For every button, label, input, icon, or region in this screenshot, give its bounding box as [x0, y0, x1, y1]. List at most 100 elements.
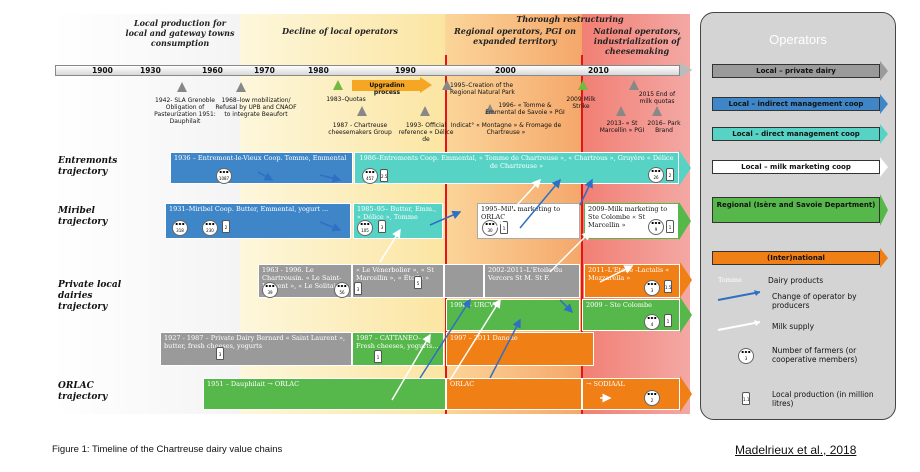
period-title-national: National operators, industrialization of…: [593, 26, 681, 56]
quota-line: [445, 55, 447, 414]
production-icon: 1.5: [664, 280, 672, 293]
bar-arrowhead: [680, 376, 692, 412]
farmers-icon: 3: [738, 348, 754, 364]
year-1980: 1980: [308, 66, 329, 75]
bar-arrowhead: [679, 202, 691, 240]
production-icon: 1: [500, 221, 508, 234]
timeline-arrowhead: [680, 62, 692, 78]
legend-title: Operators: [769, 32, 827, 47]
bar-sodiaal: → SODIAAL: [582, 378, 680, 410]
change-arrow: [429, 210, 462, 226]
upgrading-arrow: [352, 80, 420, 91]
event-upgrading: Upgradinn process: [369, 82, 405, 96]
production-icon: 2.5: [380, 169, 388, 182]
farmers-icon: 2: [644, 390, 660, 406]
upgrading-arrowhead: [420, 77, 432, 93]
production-icon: 3: [354, 282, 362, 295]
bar-chartrousin-products: « Le Vénerbolier », « St Marcellin », « …: [352, 264, 444, 298]
trajectory-orlac: ORLAC trajectory: [58, 381, 108, 402]
farmers-icon: 3: [644, 280, 660, 296]
change-arrow: [257, 171, 274, 181]
legend-regional: Regional (Isère and Savoie Department): [712, 197, 880, 223]
event-1983: 1983–Quotas: [326, 96, 366, 103]
legend-white-arrow: [717, 320, 761, 331]
bar-entremonts-coop-1986: 1986–Entremonts Coop. Emmental, « Tomme …: [354, 152, 679, 184]
period-title-decline: Decline of local operators: [282, 26, 398, 36]
legend-number-farmers: Number of farmers (or cooperative member…: [772, 346, 858, 364]
event-1968: 1968–low mobilization/ Refusal by UPB an…: [215, 97, 297, 118]
trajectory-entremonts: Entremonts trajectory: [58, 156, 118, 177]
legend-change-operator: Change of operator by producers: [772, 292, 857, 310]
year-1990: 1990: [395, 66, 416, 75]
farmers-icon: 30: [482, 220, 498, 236]
trajectory-private: Private local dairies trajectory: [58, 280, 122, 312]
bar-danone: 1997 – 2011 Danone: [446, 332, 594, 366]
bar-dauphilait-orlac: 1951 – Dauphilait → ORLAC: [203, 378, 446, 410]
event-marker: [236, 82, 246, 92]
event-2016: 2016– Park Brand: [647, 120, 681, 134]
farmers-icon: 1087: [216, 168, 232, 184]
legend-local-production: Local production (in million litres): [772, 390, 874, 408]
farmers-icon: 39: [262, 282, 278, 298]
legend-arrowhead: [880, 94, 888, 114]
event-1995: 1995–Creation of the Regional Natural Pa…: [450, 82, 515, 96]
bar-arrowhead: [680, 297, 692, 333]
farmers-icon: 457: [362, 168, 378, 184]
year-1960: 1960: [202, 66, 223, 75]
year-1970: 1970: [254, 66, 275, 75]
change-arrow: [319, 221, 342, 232]
event-1996: 1996- « Tomme & Emmental de Savoie » PGI: [485, 102, 565, 116]
period-title-restructuring: Thorough restructuring: [516, 14, 624, 24]
flow-arrows: [257, 171, 634, 403]
event-marker: [420, 106, 430, 116]
event-marker: [333, 80, 343, 90]
legend-milk-supply: Milk supply: [772, 322, 815, 331]
supply-arrow: [379, 228, 401, 263]
supply-arrow: [549, 230, 592, 273]
event-2015: 2015 End of milk quotas: [638, 91, 676, 105]
bar-orlac: ORLAC: [446, 378, 582, 410]
change-arrow: [559, 299, 574, 314]
legend-arrowhead: [880, 248, 888, 268]
production-icon: 5: [414, 276, 422, 289]
production-icon: 2: [222, 220, 230, 233]
production-icon: 1: [666, 220, 674, 233]
period-title-local: Local production for local and gateway t…: [125, 18, 235, 48]
supply-arrow: [495, 178, 542, 229]
event-montagne: Indicat° « Montagne » & Fromage de Chart…: [450, 122, 562, 136]
legend-direct-coop: Local – direct management coop: [712, 127, 880, 141]
change-arrow: [419, 298, 471, 379]
citation-link[interactable]: Madelrieux et al., 2018: [735, 443, 857, 457]
event-marker: [652, 106, 662, 116]
legend-tomme-sample: Tomme: [718, 276, 742, 284]
timeline-axis: [55, 65, 680, 76]
bar-arrowhead: [680, 262, 692, 298]
event-marker: [442, 80, 452, 90]
legend-dairy-products: Dairy products: [768, 276, 824, 285]
farmers-icon: 105: [357, 220, 373, 236]
event-marker: [485, 104, 495, 114]
change-arrow: [489, 318, 521, 379]
farmers-icon: 230: [202, 220, 218, 236]
event-1993: 1993- Official reference « Délice de: [398, 122, 454, 143]
year-1930: 1930: [140, 66, 161, 75]
production-icon: 2: [666, 168, 674, 181]
event-marker: [629, 80, 639, 90]
legend-indirect-coop: Local – indirect management coop: [712, 97, 880, 111]
bar-private-dairy-bernard: 1927 - 1987 – Private Dairy Bernard « Sa…: [160, 332, 352, 366]
bar-milk-marketing-ste-colombe: 2009–Milk marketing to Ste Colombe « St …: [584, 203, 679, 239]
bar-chartrousin-tail: [444, 264, 484, 298]
production-icon: 3: [378, 220, 386, 233]
legend-international: (Inter)national: [712, 251, 880, 265]
event-marker: [578, 80, 588, 90]
event-1987: 1987 - Chartreuse cheesemakers Group: [328, 122, 392, 136]
bar-entremont-coop: 1936 – Entremont-le-Vieux Coop. Tomme, E…: [170, 152, 353, 184]
event-1942: 1942- SLA Grenoble Obligation of Pasteur…: [154, 97, 216, 125]
production-icon: 1.1: [742, 392, 750, 405]
year-2000: 2000: [495, 66, 516, 75]
bar-miribel-coop: 1931–Miribel Coop. Butter, Emmental, yog…: [165, 203, 351, 239]
bar-etoile-du-vercors: 2002-2011–L'Etoile du Vercors St M. St F…: [484, 264, 580, 298]
legend-arrowhead: [880, 157, 888, 177]
supply-arrow: [449, 298, 501, 381]
farmers-icon: 26: [648, 167, 664, 183]
